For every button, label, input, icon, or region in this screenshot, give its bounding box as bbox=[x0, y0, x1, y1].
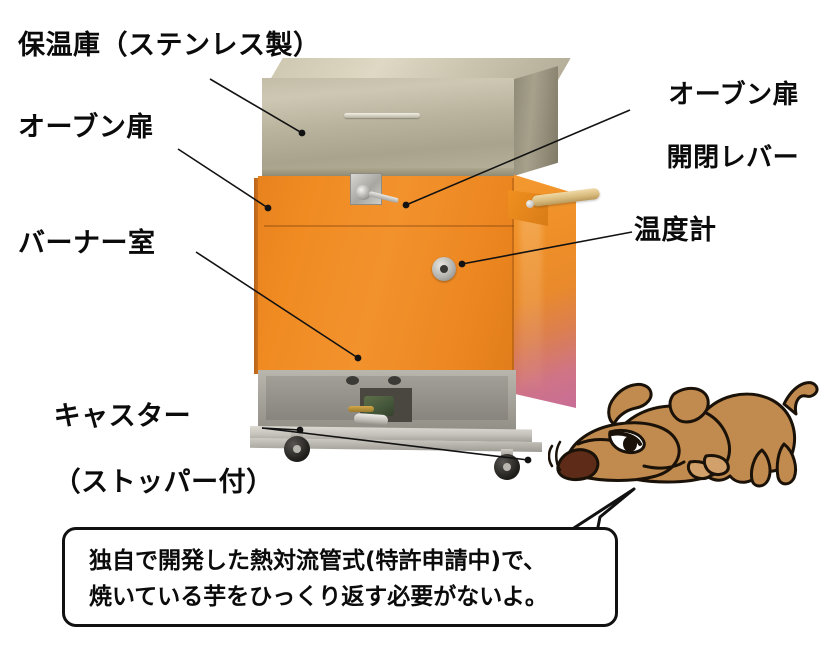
warming-cabinet-handle bbox=[344, 113, 420, 118]
speech-bubble-text: 独自で開発した熱対流管式(特許申請中)で、 焼いている芋をひっくり返す必要がない… bbox=[89, 548, 548, 610]
label-lever-line1: オーブン扉 bbox=[668, 79, 800, 110]
oven-door-seam-vertical bbox=[512, 178, 514, 374]
thermometer-dial-center bbox=[440, 265, 448, 273]
label-caster-line2: （ストッパー付） bbox=[53, 466, 274, 498]
caster-hub bbox=[503, 463, 511, 471]
dog-rear-leg-near bbox=[775, 442, 798, 486]
door-lever-knob bbox=[356, 185, 371, 200]
warming-cabinet-lip bbox=[262, 168, 514, 177]
burner-vent-hole bbox=[346, 376, 359, 385]
label-thermometer: 温度計 bbox=[634, 215, 717, 246]
dog-front-paw-2 bbox=[702, 454, 730, 476]
oven-body-side-highlight bbox=[520, 198, 542, 388]
sniff-motion-lines bbox=[548, 440, 562, 472]
dog-eyebrow bbox=[610, 431, 642, 446]
warming-cabinet-side bbox=[514, 66, 558, 176]
label-lever-line2: 開閉レバー bbox=[666, 143, 800, 174]
label-warming-cabinet: 保温庫（ステンレス製） bbox=[18, 30, 321, 61]
dog-ear-left bbox=[607, 382, 653, 426]
push-handle-cap bbox=[526, 200, 534, 208]
dog-tail bbox=[782, 381, 819, 416]
oven-door-seam-horizontal bbox=[264, 225, 514, 227]
label-oven-door: オーブン扉 bbox=[18, 112, 154, 143]
label-burner-room: バーナー室 bbox=[18, 228, 156, 259]
burner-vent-hole bbox=[388, 376, 401, 385]
dog-mouth-line bbox=[642, 460, 686, 470]
gas-pipe bbox=[348, 406, 374, 412]
speech-bubble: 独自で開発した熱対流管式(特許申請中)で、 焼いている芋をひっくり返す必要がない… bbox=[62, 527, 618, 627]
label-oven-door-lever: オーブン扉 開閉レバー bbox=[630, 48, 799, 238]
dog-pupil bbox=[623, 436, 637, 452]
label-caster: キャスター （ストッパー付） bbox=[14, 368, 274, 533]
dog-illustration bbox=[548, 381, 819, 488]
gas-cylinder bbox=[353, 412, 389, 427]
label-caster-line1: キャスター bbox=[53, 400, 192, 432]
dog-ear-right bbox=[668, 386, 710, 424]
warming-cabinet-front bbox=[262, 78, 514, 176]
caster-hub bbox=[293, 445, 301, 453]
dog-nose bbox=[556, 448, 600, 481]
oven-door-panel bbox=[258, 176, 516, 374]
roasting-oven-machine bbox=[236, 58, 601, 480]
dog-rear-leg-far bbox=[750, 448, 772, 488]
